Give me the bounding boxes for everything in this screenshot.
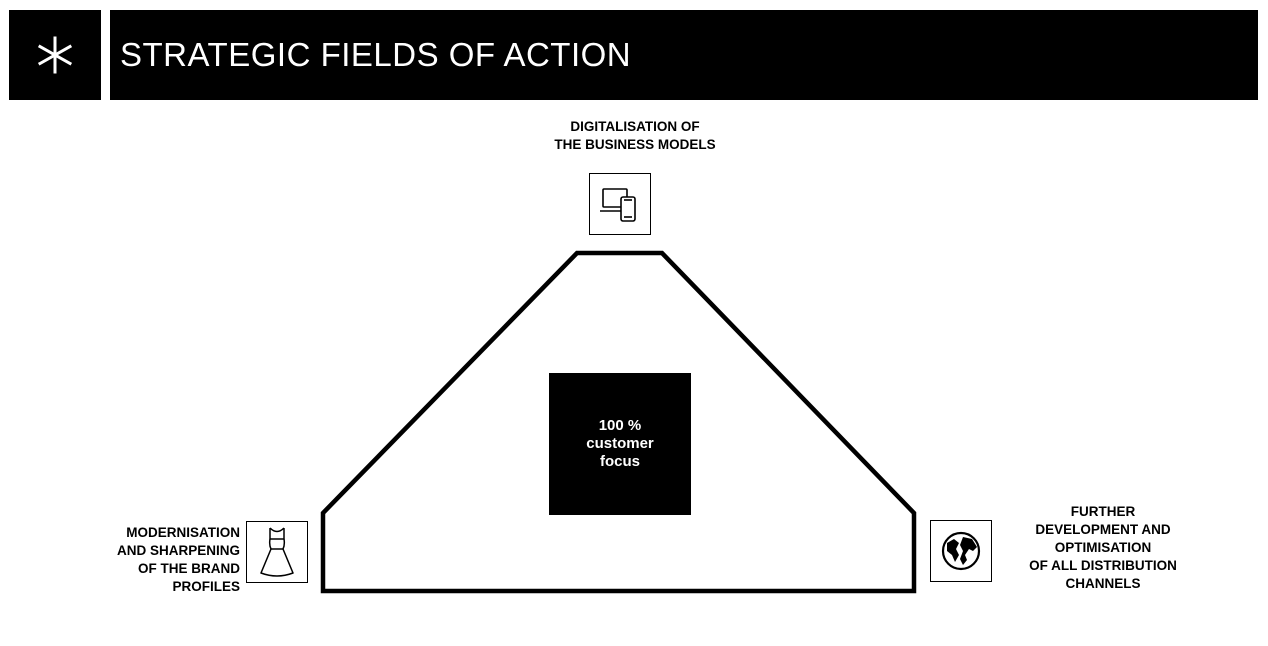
center-line-1: 100 %	[598, 417, 642, 434]
header-logo-block	[9, 10, 101, 100]
devices-icon	[600, 188, 636, 222]
center-line-2: customer	[586, 435, 654, 452]
asterisk-icon	[37, 36, 73, 74]
label-distribution: FURTHER DEVELOPMENT AND OPTIMISATION OF …	[1029, 504, 1177, 591]
dress-icon-box	[246, 521, 308, 583]
page-title: STRATEGIC FIELDS OF ACTION	[120, 36, 632, 73]
center-focus-box: 100 % customer focus	[549, 373, 691, 515]
center-line-3: focus	[599, 453, 640, 470]
header-title-bar: STRATEGIC FIELDS OF ACTION	[110, 10, 1258, 100]
dress-icon	[260, 527, 294, 577]
label-digitalisation: DIGITALISATION OF THE BUSINESS MODELS	[554, 119, 716, 152]
label-modernisation: MODERNISATION AND SHARPENING OF THE BRAN…	[116, 525, 240, 594]
globe-icon-box	[930, 520, 992, 582]
devices-icon-box	[589, 173, 651, 235]
globe-icon	[941, 531, 981, 571]
